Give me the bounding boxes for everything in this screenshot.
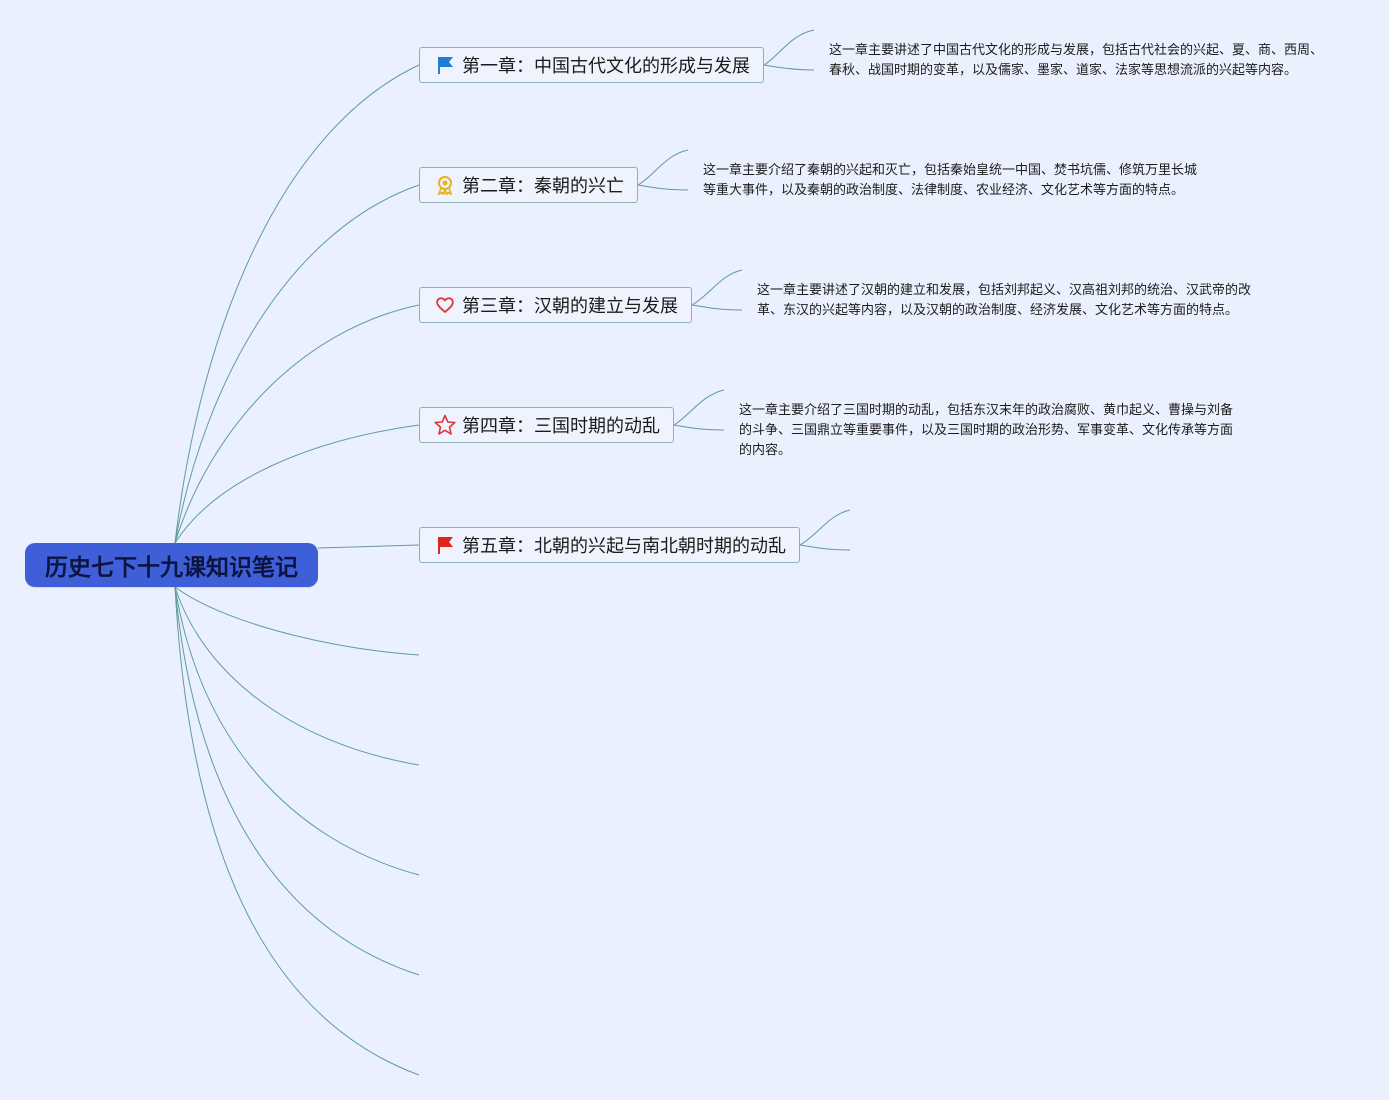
topic-chapter-4[interactable]: 第四章：三国时期的动乱 [419,407,674,443]
topic-chapter-2[interactable]: 第二章：秦朝的兴亡 [419,167,638,203]
branch-line-4 [174,424,420,544]
note-chapter-2: 这一章主要介绍了秦朝的兴起和灭亡，包括秦始皇统一中国、焚书坑儒、修筑万里长城等重… [703,163,1198,198]
topic-chapter-3-label: 第三章：汉朝的建立与发展 [462,296,678,317]
note-line-1a [763,29,815,66]
star-icon [434,414,456,436]
note-chapter-4: 这一章主要介绍了三国时期的动乱，包括东汉末年的政治腐败、黄巾起义、曹操与刘备的斗… [739,403,1234,458]
red-flag-icon [434,534,456,556]
central-topic[interactable]: 历史七下十九课知识笔记 [25,543,318,587]
branch-line-9 [174,586,420,976]
note-line-4a [673,389,725,426]
branch-line-2 [174,184,420,544]
note-line-2b [637,184,689,191]
note-line-2a [637,149,689,186]
branch-line-5 [317,544,420,549]
topic-chapter-5[interactable]: 第五章：北朝的兴起与南北朝时期的动乱 [419,527,800,563]
topic-chapter-3[interactable]: 第三章：汉朝的建立与发展 [419,287,692,323]
topic-chapter-5-label: 第五章：北朝的兴起与南北朝时期的动乱 [462,536,786,557]
heart-icon [434,294,456,316]
branch-line-6 [174,586,420,656]
central-topic-label: 历史七下十九课知识笔记 [45,555,298,581]
note-chapter-3: 这一章主要讲述了汉朝的建立和发展，包括刘邦起义、汉高祖刘邦的统治、汉武帝的改革、… [757,283,1252,318]
blue-flag-icon [434,54,456,76]
topic-chapter-1-label: 第一章：中国古代文化的形成与发展 [462,56,750,77]
branch-line-7 [174,586,420,766]
note-line-5a [799,509,851,546]
branch-line-1 [174,64,420,544]
branch-line-8 [174,586,420,876]
award-ribbon-icon [434,174,456,196]
note-line-1b [763,64,815,71]
note-line-5b [799,544,851,551]
topic-chapter-4-label: 第四章：三国时期的动乱 [462,416,660,437]
branch-line-3 [174,304,420,544]
branch-line-10 [174,586,420,1076]
note-line-3b [691,304,743,311]
note-line-4b [673,424,725,431]
note-chapter-1: 这一章主要讲述了中国古代文化的形成与发展，包括古代社会的兴起、夏、商、西周、春秋… [829,43,1324,78]
topic-chapter-1[interactable]: 第一章：中国古代文化的形成与发展 [419,47,764,83]
note-line-3a [691,269,743,306]
topic-chapter-2-label: 第二章：秦朝的兴亡 [462,176,624,197]
